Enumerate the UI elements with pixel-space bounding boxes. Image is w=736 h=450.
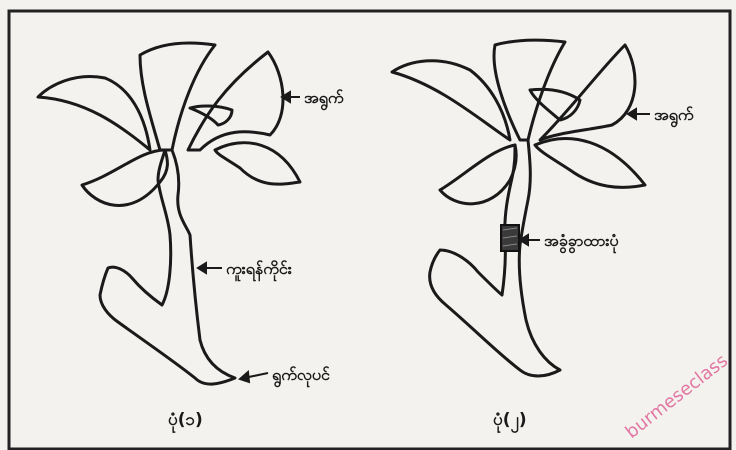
fig2-leaf-left [392,61,510,140]
fig1-label-cutting: ကူးရန်ကိုင်း [226,259,292,282]
fig1-label-leaf: အရွက် [304,88,345,111]
fig1-leaf-lower-right [215,143,300,184]
fig2-leaf-lower-left [440,145,516,204]
fig2-label-ring-cut: အခွံခွာထားပုံ [544,231,619,254]
frame-border [9,11,730,449]
fig2-leaf-lower-right [535,138,645,187]
fig2-label-leaf: အရွက် [654,105,695,128]
fig2-stem [430,140,560,376]
figure-2-plant [392,40,645,376]
fig1-leaf-lower-left [82,150,167,205]
fig2-ring-cut [501,225,519,251]
figure-1-plant [38,43,300,384]
fig1-leaf-upper-left [140,43,215,150]
figure-1-arrows [198,92,300,382]
fig1-label-stem-base: ရွက်လုပင် [272,365,330,388]
fig1-caption: ပုံ(၁) [168,410,203,434]
fig1-leaf-left [38,76,150,150]
fig2-caption: ပုံ(၂) [493,410,527,434]
